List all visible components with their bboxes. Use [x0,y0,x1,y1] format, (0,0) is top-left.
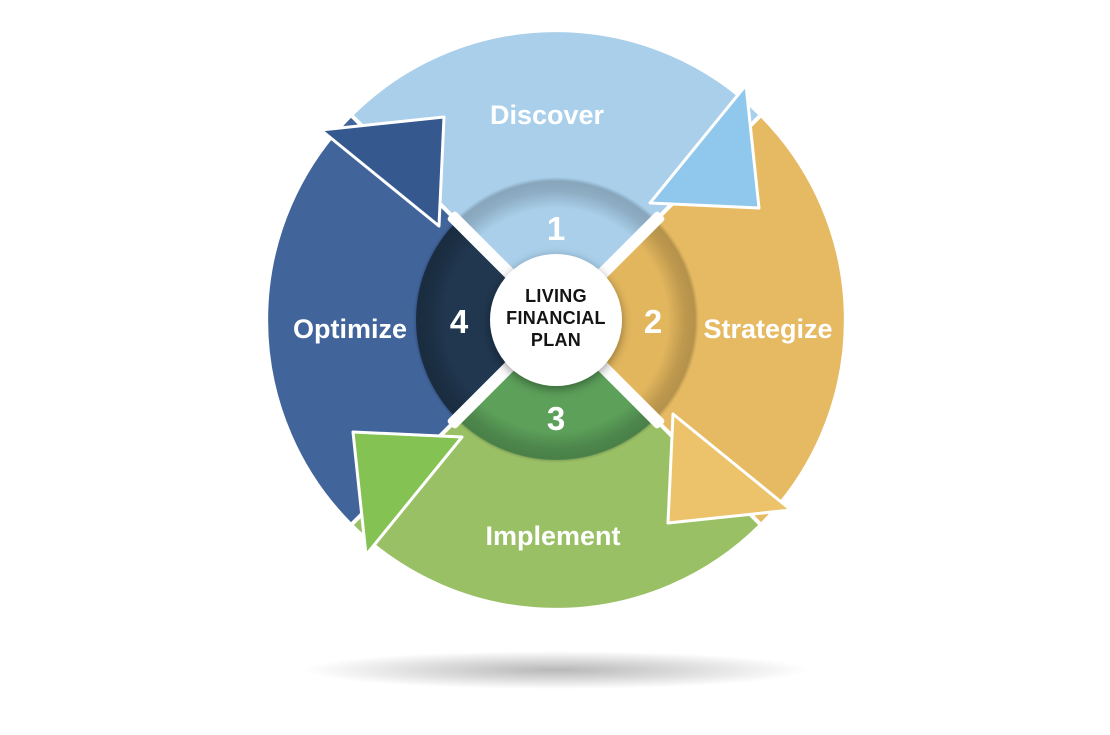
optimize-number: 4 [450,303,469,340]
implement-arc-segment [349,318,763,612]
implement-arrowhead-icon [351,430,464,557]
discover-label: Discover [490,100,605,130]
center-title-line2: FINANCIAL [506,308,606,328]
center-hub-circle [490,254,622,386]
strategize-label: Strategize [703,314,832,344]
discover-number: 1 [547,210,565,247]
strategize-arrowhead-icon [666,412,793,525]
center-hub-title: LIVING FINANCIAL PLAN [506,286,606,350]
center-title-line3: PLAN [531,330,581,350]
implement-number: 3 [547,400,565,437]
ground-shadow [304,651,808,689]
optimize-arc-segment [264,113,558,527]
optimize-arrowhead-icon [319,115,446,228]
optimize-label: Optimize [293,314,407,344]
discover-arrowhead-icon [648,83,761,210]
strategize-arc-segment [554,113,848,527]
implement-label: Implement [485,521,620,551]
discover-arc-segment [349,28,763,322]
strategize-number: 2 [644,303,662,340]
center-title-line1: LIVING [525,286,587,306]
